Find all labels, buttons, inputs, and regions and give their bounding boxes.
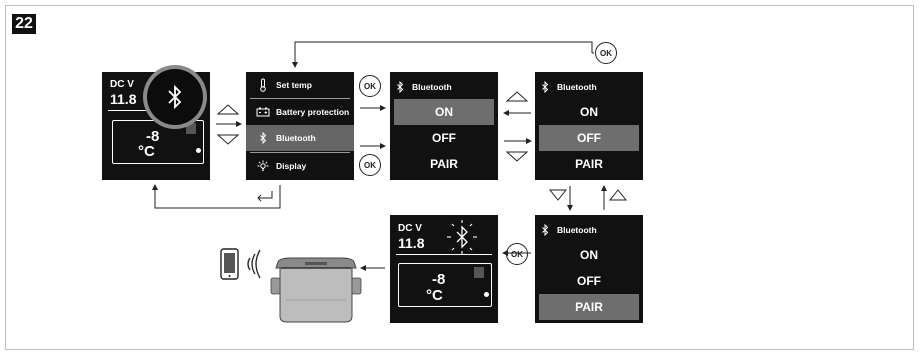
menu-item-label: Battery protection: [276, 107, 350, 117]
bluetooth-screen-on: Bluetooth ON OFF PAIR: [390, 72, 498, 180]
bluetooth-header: Bluetooth: [557, 225, 597, 235]
coolbox-icon: [270, 257, 362, 323]
menu-item-set-temp[interactable]: Set temp: [246, 72, 354, 98]
ok-button-top[interactable]: OK: [595, 42, 617, 64]
menu-item-bluetooth[interactable]: Bluetooth: [246, 125, 354, 151]
temperature-unit: °C: [138, 143, 155, 160]
smartphone-icon: [220, 248, 239, 280]
bluetooth-icon: [542, 224, 549, 236]
bluetooth-icon: [260, 132, 267, 144]
display-icon: [257, 160, 269, 171]
option-off[interactable]: OFF: [539, 125, 639, 151]
voltage-value: 11.8: [110, 91, 137, 107]
voltage-value: 11.8: [398, 235, 425, 251]
battery-icon: [256, 107, 270, 117]
figure-frame: [5, 5, 914, 350]
option-pair[interactable]: PAIR: [575, 157, 603, 171]
temperature-value: -8: [146, 128, 160, 145]
menu-item-display[interactable]: Display: [246, 153, 354, 179]
bluetooth-header: Bluetooth: [412, 82, 452, 92]
bluetooth-icon: [542, 81, 549, 93]
up-arrow-icon[interactable]: [608, 189, 628, 201]
option-pair[interactable]: PAIR: [430, 157, 458, 171]
dc-label: DC V: [398, 223, 422, 234]
up-arrow-icon[interactable]: [216, 104, 240, 115]
indicator-square: [474, 267, 484, 278]
up-arrow-icon[interactable]: [505, 91, 529, 102]
down-arrow-icon[interactable]: [548, 189, 568, 201]
display-screen-pairing: DC V 11.8 -8 °C: [390, 215, 498, 323]
ok-button-menu-2[interactable]: OK: [359, 154, 381, 176]
temperature-box: [398, 263, 492, 307]
bluetooth-screen-pair: Bluetooth ON OFF PAIR: [535, 215, 643, 323]
menu-item-battery-protection[interactable]: Battery protection: [246, 99, 354, 125]
indicator-dot: [196, 148, 201, 153]
dc-label: DC V: [110, 79, 134, 90]
option-pair[interactable]: PAIR: [539, 294, 639, 320]
menu-item-label: Set temp: [276, 80, 312, 90]
menu-item-label: Display: [276, 161, 307, 171]
indicator-square: [186, 123, 196, 134]
back-icon[interactable]: [252, 190, 276, 203]
wireless-signal-icon: [247, 249, 261, 279]
bluetooth-header: Bluetooth: [557, 82, 597, 92]
down-arrow-icon[interactable]: [505, 151, 529, 162]
bluetooth-icon: [397, 81, 404, 93]
option-on[interactable]: ON: [580, 105, 598, 119]
temperature-unit: °C: [426, 287, 443, 304]
temperature-value: -8: [432, 271, 446, 288]
down-arrow-icon[interactable]: [216, 134, 240, 145]
option-off[interactable]: OFF: [577, 274, 601, 288]
ok-button-menu[interactable]: OK: [359, 75, 381, 97]
bluetooth-icon: [168, 84, 182, 110]
bluetooth-highlight: [143, 65, 207, 129]
thermometer-icon: [260, 78, 266, 92]
menu-item-label: Bluetooth: [276, 133, 316, 143]
option-on[interactable]: ON: [580, 248, 598, 262]
option-off[interactable]: OFF: [432, 131, 456, 145]
option-on[interactable]: ON: [394, 99, 494, 125]
bluetooth-screen-off: Bluetooth ON OFF PAIR: [535, 72, 643, 180]
menu-screen: Set temp Battery protection Bluetooth Di…: [246, 72, 354, 180]
indicator-dot: [484, 292, 489, 297]
figure-number: 22: [12, 14, 36, 34]
bluetooth-blinking-icon: [447, 220, 477, 254]
